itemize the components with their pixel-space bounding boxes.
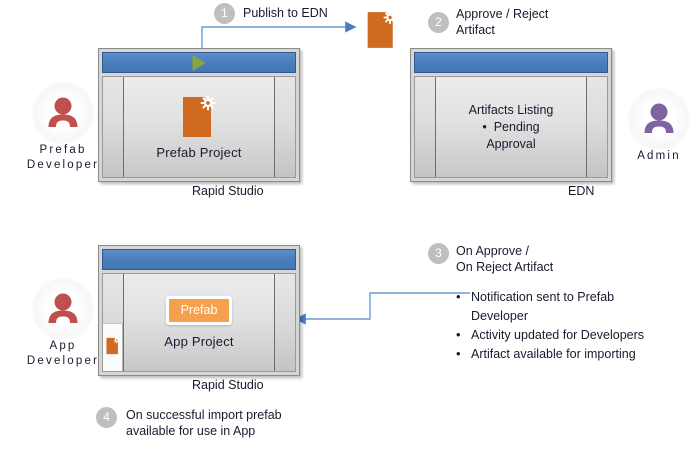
step-badge-3: 3 — [428, 243, 449, 264]
actor-label-line1: Admin — [637, 150, 681, 162]
step-text-3: On Approve / On Reject Artifact — [456, 244, 554, 274]
list-item: Notification sent to Prefab Developer — [456, 287, 671, 326]
artifact-icon — [183, 95, 216, 137]
project-label: App Project — [164, 334, 234, 350]
play-icon[interactable] — [192, 54, 206, 71]
window-caption-rapid-studio-top: Rapid Studio — [192, 184, 264, 198]
actor-label-line2: Developer — [26, 355, 100, 367]
left-pane[interactable] — [103, 77, 124, 177]
actor-label-line1: App — [49, 340, 77, 352]
window-titlebar[interactable] — [414, 52, 608, 73]
person-icon — [48, 293, 78, 323]
actor-label: Prefab Developer — [15, 143, 111, 173]
list-item: Activity updated for Developers — [456, 325, 671, 345]
connector-notify-app-project — [294, 292, 470, 325]
project-label: Prefab Project — [156, 144, 242, 160]
artifacts-listing: Artifacts Listing • Pending Approval — [469, 102, 554, 153]
actor-label: App Developer — [15, 339, 111, 369]
prefab-tile-button[interactable]: Prefab — [165, 295, 233, 326]
window-body: Prefab Project — [102, 76, 296, 178]
actor-label-line2: Developer — [26, 159, 100, 171]
center-pane: Artifacts Listing • Pending Approval — [436, 77, 586, 177]
window-caption-rapid-studio-bottom: Rapid Studio — [192, 378, 264, 392]
step-badge-4: 4 — [96, 407, 117, 428]
window-titlebar[interactable] — [102, 52, 296, 73]
left-pane-artifact-slot[interactable] — [103, 323, 123, 371]
step-text-4: On successful import prefab available fo… — [126, 408, 282, 438]
actor-glow — [32, 278, 94, 340]
artifact-icon-imported — [106, 337, 120, 355]
actor-prefab-developer: Prefab Developer — [15, 82, 111, 173]
outcome-bullet-list: Notification sent to Prefab Developer Ac… — [456, 287, 671, 364]
window-body: Artifacts Listing • Pending Approval — [414, 76, 608, 178]
actor-label-line1: Prefab — [39, 144, 87, 156]
list-item: Artifact available for importing — [456, 344, 671, 364]
window-app-project[interactable]: Prefab App Project — [98, 245, 300, 376]
right-pane[interactable] — [586, 77, 607, 177]
window-caption-edn: EDN — [568, 184, 595, 198]
window-titlebar[interactable] — [102, 249, 296, 270]
window-body: Prefab App Project — [102, 273, 296, 372]
artifacts-listing-heading: Artifacts Listing — [468, 102, 554, 117]
step-badge-2: 2 — [428, 12, 449, 33]
right-pane[interactable] — [274, 274, 295, 371]
actor-app-developer: App Developer — [15, 278, 111, 369]
artifacts-listing-bullet-line1: • Pending — [482, 119, 540, 134]
actor-admin: Admin — [611, 88, 700, 164]
step-text-1: Publish to EDN — [243, 6, 328, 20]
artifacts-listing-bullet-line2: Approval — [486, 136, 536, 151]
actor-label: Admin — [611, 149, 700, 164]
step-badge-1: 1 — [214, 3, 235, 24]
person-icon — [48, 97, 78, 127]
right-pane[interactable] — [274, 77, 295, 177]
left-pane[interactable] — [103, 274, 124, 371]
person-icon — [644, 103, 674, 133]
bullet-line1-text: Pending — [493, 119, 540, 134]
window-prefab-project[interactable]: Prefab Project — [98, 48, 300, 182]
left-pane[interactable] — [415, 77, 436, 177]
window-edn[interactable]: Artifacts Listing • Pending Approval — [410, 48, 612, 182]
artifact-icon-published — [367, 10, 397, 48]
center-pane: Prefab App Project — [124, 274, 274, 371]
center-pane: Prefab Project — [124, 77, 274, 177]
actor-glow — [628, 88, 690, 150]
step-text-2: Approve / Reject Artifact — [456, 7, 549, 37]
actor-glow — [32, 82, 94, 144]
